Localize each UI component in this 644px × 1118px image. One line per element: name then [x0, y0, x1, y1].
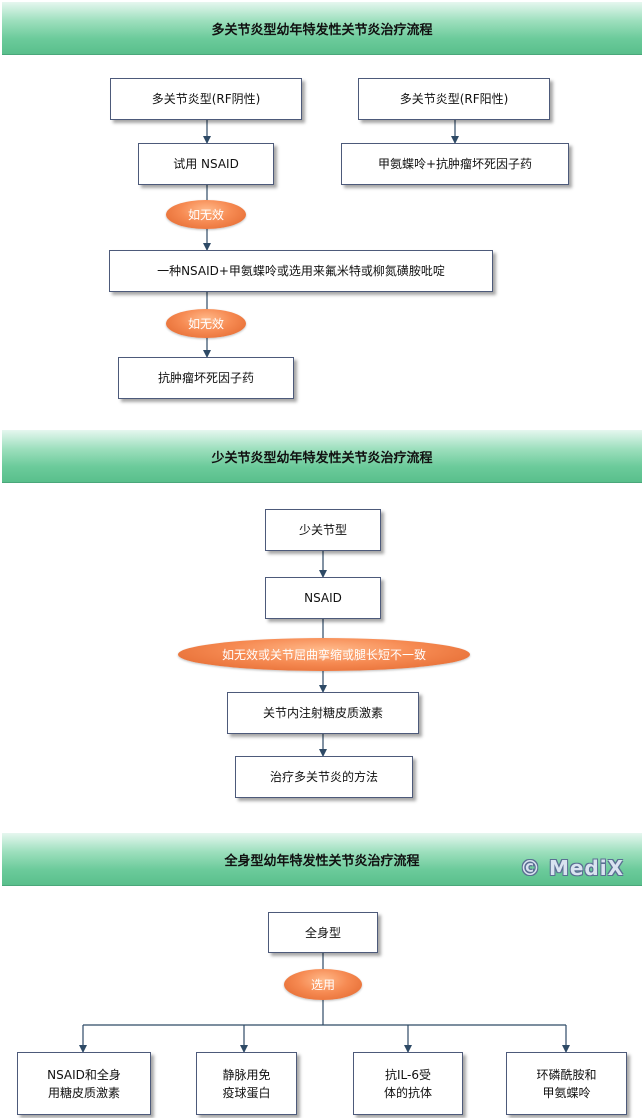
medix-watermark: © MediX: [520, 856, 625, 880]
section-title: 少关节炎型幼年特发性关节炎治疗流程: [211, 450, 433, 466]
option-line: 体的抗体: [383, 1085, 432, 1100]
option-line: 静脉用免: [222, 1067, 271, 1082]
oval-if-invalid: 如无效: [166, 309, 246, 338]
box-rf-positive: 多关节炎型(RF阳性): [358, 78, 550, 120]
section-title: 多关节炎型幼年特发性关节炎治疗流程: [211, 22, 433, 38]
option-line: 用糖皮质激素: [47, 1085, 120, 1100]
section-banner-oligoarticular: 少关节炎型幼年特发性关节炎治疗流程: [2, 430, 642, 483]
box-nsaid: NSAID: [265, 577, 381, 619]
box-intra-articular-injection: 关节内注射糖皮质激素: [227, 692, 419, 734]
option-line: 甲氨蝶呤: [542, 1085, 591, 1100]
oval-if-invalid: 如无效: [166, 200, 246, 229]
option-line: 疫球蛋白: [222, 1085, 271, 1100]
box-mtx-anti-tnf: 甲氨蝶呤+抗肿瘤坏死因子药: [341, 143, 569, 185]
option-line: 抗IL-6受: [385, 1067, 431, 1082]
oval-choose: 选用: [284, 969, 362, 1000]
box-polyarticular-method: 治疗多关节炎的方法: [235, 756, 413, 798]
box-anti-tnf: 抗肿瘤坏死因子药: [118, 357, 294, 399]
option-line: NSAID和全身: [47, 1067, 121, 1082]
box-try-nsaid: 试用 NSAID: [138, 143, 274, 185]
option-line: 环磷酰胺和: [536, 1067, 597, 1082]
box-rf-negative: 多关节炎型(RF阴性): [110, 78, 302, 120]
section-banner-systemic: 全身型幼年特发性关节炎治疗流程: [2, 833, 642, 886]
oval-condition: 如无效或关节屈曲挛缩或腿长短不一致: [178, 638, 470, 671]
box-option-anti-il6: 抗IL-6受体的抗体: [353, 1052, 463, 1115]
box-oligoarticular-type: 少关节型: [265, 509, 381, 551]
box-combination-therapy: 一种NSAID+甲氨蝶呤或选用来氟米特或柳氮磺胺吡啶: [109, 250, 493, 292]
box-systemic-type: 全身型: [268, 912, 378, 953]
box-option-nsaid-steroid: NSAID和全身用糖皮质激素: [17, 1052, 151, 1115]
box-option-cyclophosphamide-mtx: 环磷酰胺和甲氨蝶呤: [506, 1052, 627, 1115]
section-title: 全身型幼年特发性关节炎治疗流程: [224, 853, 420, 869]
section-banner-polyarticular: 多关节炎型幼年特发性关节炎治疗流程: [2, 2, 642, 55]
box-option-ivig: 静脉用免疫球蛋白: [196, 1052, 297, 1115]
